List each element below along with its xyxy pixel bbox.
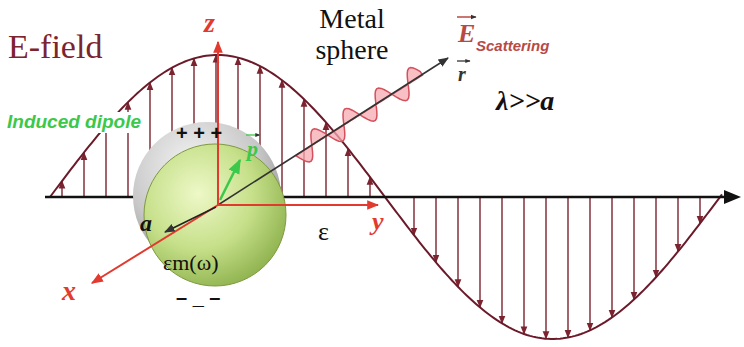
field-arrow: [545, 197, 546, 339]
dipole-label: Induced dipole: [4, 112, 144, 133]
field-arrow: [369, 177, 370, 197]
field-arrow: [633, 197, 634, 300]
field-title: E-field: [8, 28, 102, 65]
field-arrow: [105, 126, 106, 197]
field-arrow: [655, 197, 656, 277]
axis-arrowhead: [724, 190, 741, 204]
field-arrow: [523, 197, 524, 334]
sphere-body: [144, 144, 286, 286]
field-arrow: [501, 197, 502, 323]
x-axis: [92, 205, 218, 283]
radius-arrow: [165, 207, 216, 232]
field-arrow: [281, 80, 282, 197]
charge-sign: – _ –: [176, 286, 220, 308]
dipole-symbol: p: [247, 137, 258, 161]
permittivity-label: εm(ω): [163, 251, 218, 275]
field-subscript: Scattering: [476, 38, 549, 55]
field-arrow: [589, 197, 590, 330]
field-arrow: [457, 197, 458, 287]
field-arrow: [61, 181, 62, 197]
medium-permittivity: ε: [318, 218, 329, 247]
vector-mark: [246, 134, 260, 135]
metal-sphere: εm(ω): [143, 143, 287, 287]
field-arrow: [413, 197, 414, 235]
field-arrow: [435, 197, 436, 262]
part-name: Metal sphere: [296, 4, 408, 66]
field-arrow: [303, 99, 304, 197]
dipole-arrow: [220, 160, 240, 200]
axis-label: x: [62, 276, 76, 307]
field-arrow: [83, 152, 84, 197]
axis-label: z: [204, 8, 215, 39]
field-arrow: [479, 197, 480, 307]
vector-mark: [457, 60, 470, 61]
field-arrow: [567, 197, 568, 338]
y-axis: [218, 204, 378, 206]
charge-sign: + + +: [176, 122, 222, 144]
field-arrow: [347, 149, 348, 197]
r-vector: [218, 58, 448, 205]
field-arrow: [611, 197, 612, 317]
vector-label: r: [458, 63, 466, 85]
radius-label: a: [140, 210, 152, 236]
field-arrow: [677, 197, 678, 251]
size-condition: λ>>a: [496, 86, 554, 117]
field-symbol: E: [458, 20, 475, 49]
axis-label: y: [372, 208, 384, 237]
vector-mark: [457, 16, 476, 18]
field-arrow: [699, 197, 700, 223]
